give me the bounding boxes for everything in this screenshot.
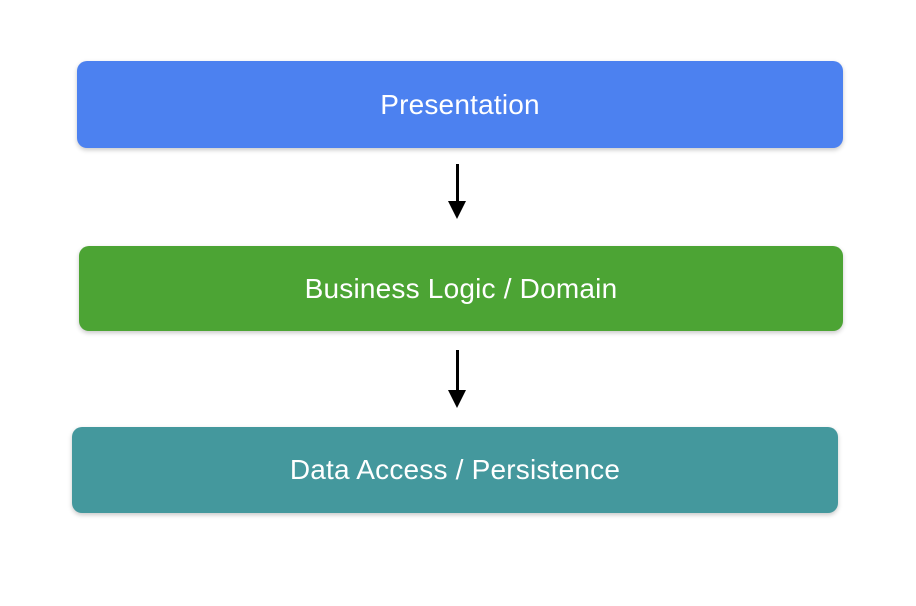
down-arrow-business-to-data: [448, 350, 466, 408]
arrow-shaft: [455, 164, 459, 201]
layer-box-presentation: Presentation: [77, 61, 843, 148]
layer-label-presentation: Presentation: [380, 88, 540, 120]
layer-box-business-logic: Business Logic / Domain: [79, 246, 843, 331]
layer-label-data-access: Data Access / Persistence: [289, 454, 621, 485]
layer-box-data-access: Data Access / Persistence: [72, 427, 838, 513]
arrow-head-icon: [448, 390, 466, 408]
layer-label-business-logic: Business Logic / Domain: [304, 272, 618, 304]
arrow-head-icon: [448, 201, 466, 219]
arrow-shaft: [455, 350, 459, 390]
down-arrow-presentation-to-business: [448, 164, 466, 219]
